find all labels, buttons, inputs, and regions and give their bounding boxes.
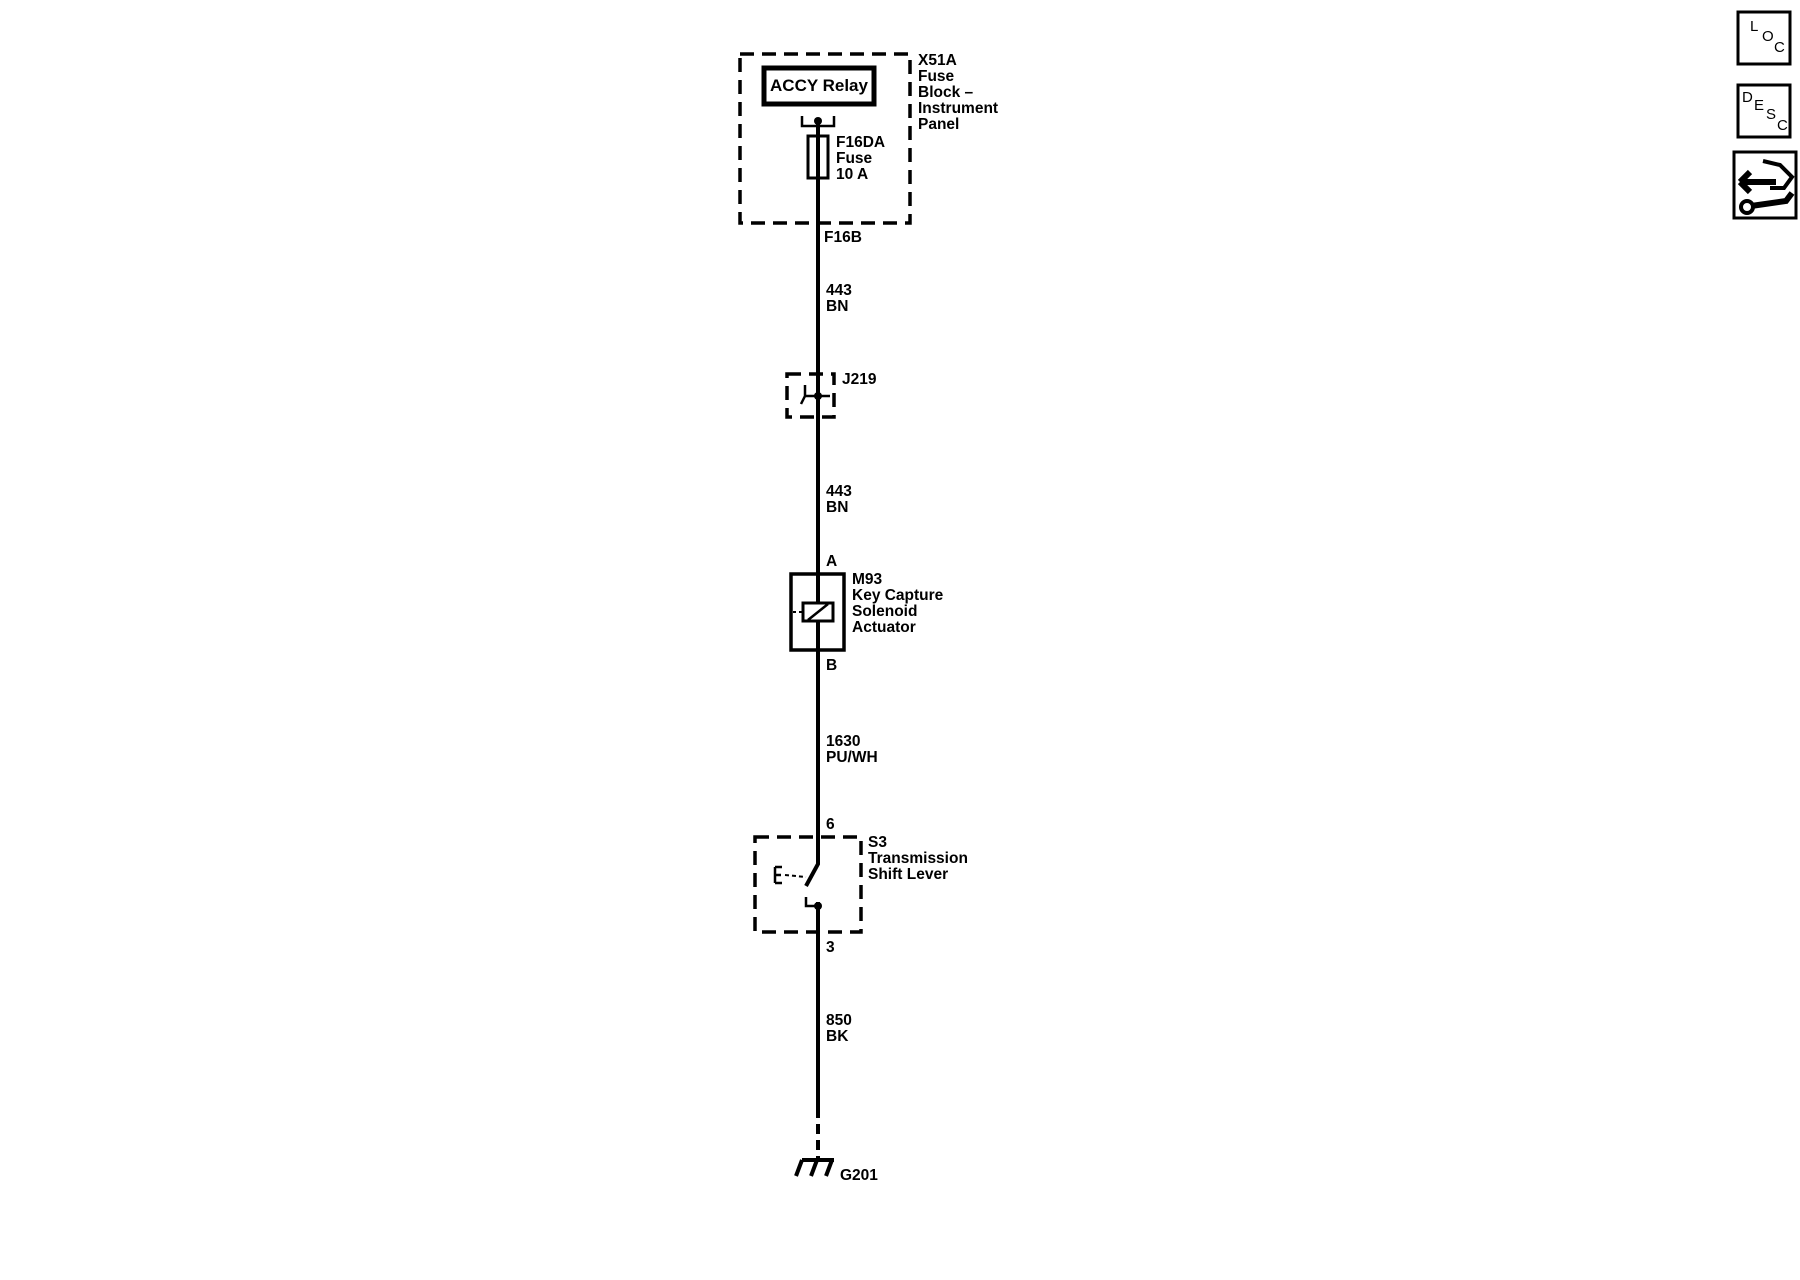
svg-text:E: E [1754,97,1764,114]
switch-actuator-mark [773,865,782,885]
switch-blade [804,852,820,887]
splice-outline [785,372,836,419]
solenoid-coil-slash [807,603,829,621]
solenoid-name: M93 Key Capture Solenoid Actuator [852,571,948,636]
svg-text:L: L [1750,18,1758,35]
svg-text:C: C [1777,117,1788,134]
fuse-block-outline [738,52,912,225]
ground-symbol [794,1159,834,1177]
circuit-label-2: 443 BN [826,483,856,516]
fuse-f16da-label: F16DA Fuse 10 A [836,134,889,183]
switch-contact-dot [814,902,822,910]
fuse-block-name: X51A Fuse Block – Instrument Panel [918,52,1002,133]
shift-lever-s3: 6 S3 Transmission Shift Lever 3 [753,816,972,956]
splice-dot [814,392,822,400]
connector-repair-icon[interactable] [1732,150,1798,220]
accy-relay-box [761,65,877,107]
shift-lever-pin-6: 6 [826,816,835,833]
ground-label: G201 [840,1167,878,1184]
solenoid-m93: A M93 Key Capture Solenoid Actuator B [789,553,948,674]
splice-label: J219 [842,371,877,388]
shift-lever-outline [753,835,863,934]
accy-relay-label: ACCY Relay [770,76,868,95]
svg-text:S: S [1766,106,1776,123]
loc-icon[interactable]: L O C [1736,10,1792,66]
splice-symbol [799,385,807,405]
circuit-label-4: 850 BK [826,1012,856,1045]
solenoid-pin-a: A [826,553,837,570]
splice-j219: J219 [785,371,877,419]
svg-text:O: O [1762,28,1774,45]
circuit-label-3: 1630 PU/WH [826,733,878,766]
shift-lever-name: S3 Transmission Shift Lever [868,834,972,883]
svg-text:D: D [1742,89,1753,106]
desc-icon[interactable]: D E S C [1736,83,1792,139]
solenoid-pin-b: B [826,657,837,674]
svg-text:C: C [1774,39,1785,56]
ground-g201: G201 [794,1158,878,1184]
terminal-f16b: F16B [824,229,862,246]
fuse-block-x51a: ACCY Relay X51A Fuse Block – Instrument … [738,52,1002,246]
switch-actuator-link [784,874,807,878]
circuit-label-1: 443 BN [826,282,856,315]
shift-lever-pin-3: 3 [826,939,835,956]
